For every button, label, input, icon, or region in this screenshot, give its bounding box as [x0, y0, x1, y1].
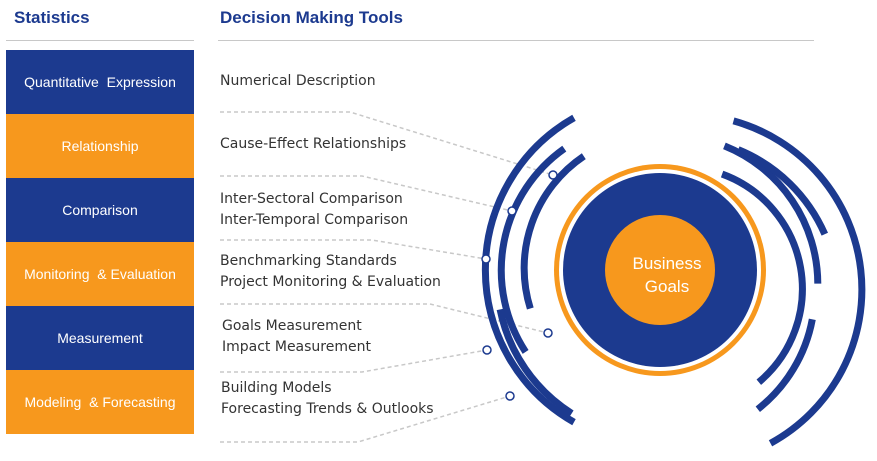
- tool-line: Benchmarking Standards: [220, 253, 397, 269]
- connector-line: [220, 239, 487, 260]
- connector-line: [220, 349, 488, 373]
- inner-orange-disc: [605, 215, 715, 325]
- tool-line: Building Models: [221, 380, 332, 396]
- stat-box-relationship: Relationship: [6, 114, 194, 178]
- stat-label: Relationship: [61, 138, 139, 154]
- tool-cause-effect: Cause-Effect Relationships: [220, 134, 406, 155]
- center-disc: Business Goals: [554, 164, 766, 376]
- connector-dot: [507, 206, 517, 216]
- connector-dot: [505, 391, 515, 401]
- ring-arc: [497, 145, 567, 354]
- connector-dots: [481, 170, 558, 401]
- tool-line: Forecasting Trends & Outlooks: [221, 401, 434, 417]
- stat-box-measurement: Measurement: [6, 306, 194, 370]
- connector-line: [220, 111, 554, 176]
- stat-box-modeling: Modeling & Forecasting: [6, 370, 194, 434]
- tool-line: Inter-Temporal Comparison: [220, 212, 409, 228]
- ring-arcs: [481, 114, 866, 447]
- stat-box-monitoring: Monitoring & Evaluation: [6, 242, 194, 306]
- tool-line: Cause-Effect Relationships: [220, 136, 407, 152]
- connector-dot: [481, 254, 491, 264]
- tool-line: Inter-Sectoral Comparison: [220, 191, 403, 207]
- ring-arc: [520, 153, 586, 310]
- statistics-column: Quantitative Expression Relationship Com…: [6, 50, 194, 434]
- stat-box-quantitative: Quantitative Expression: [6, 50, 194, 114]
- statistics-heading: Statistics: [14, 8, 90, 27]
- connector-dot: [548, 170, 558, 180]
- tool-line: Project Monitoring & Evaluation: [220, 274, 441, 290]
- tool-comparison: Inter-Sectoral Comparison Inter-Temporal…: [220, 189, 408, 231]
- stat-label: Monitoring & Evaluation: [24, 266, 176, 282]
- tool-benchmarking: Benchmarking Standards Project Monitorin…: [220, 251, 441, 293]
- ring-arc: [732, 117, 866, 447]
- tool-numerical-description: Numerical Description: [220, 71, 376, 92]
- connector-dot: [482, 345, 492, 355]
- ring-arc: [496, 308, 574, 417]
- center-text-line2: Goals: [645, 277, 689, 296]
- stat-label: Modeling & Forecasting: [24, 394, 176, 410]
- decision-tools-heading: Decision Making Tools: [220, 8, 403, 27]
- tool-line: Impact Measurement: [222, 339, 371, 355]
- connector-line: [220, 395, 511, 443]
- stat-label: Measurement: [57, 330, 143, 346]
- center-text-line1: Business: [633, 254, 702, 273]
- stat-label: Quantitative Expression: [24, 74, 176, 90]
- stat-box-comparison: Comparison: [6, 178, 194, 242]
- tool-line: Numerical Description: [220, 73, 376, 89]
- tool-line: Goals Measurement: [222, 318, 362, 334]
- tool-modeling: Building Models Forecasting Trends & Out…: [221, 378, 434, 420]
- connector-group: [220, 111, 554, 443]
- stat-label: Comparison: [62, 202, 138, 218]
- ring-arc: [481, 114, 576, 426]
- connector-dot: [543, 328, 553, 338]
- tool-measurement: Goals Measurement Impact Measurement: [222, 316, 371, 358]
- ring-arc: [736, 146, 829, 236]
- ring-arc: [720, 170, 806, 385]
- ring-arc: [755, 318, 816, 412]
- decision-tools-rule: [218, 40, 814, 41]
- connector-line: [220, 175, 513, 212]
- connector-line: [220, 303, 549, 334]
- statistics-rule: [6, 40, 194, 41]
